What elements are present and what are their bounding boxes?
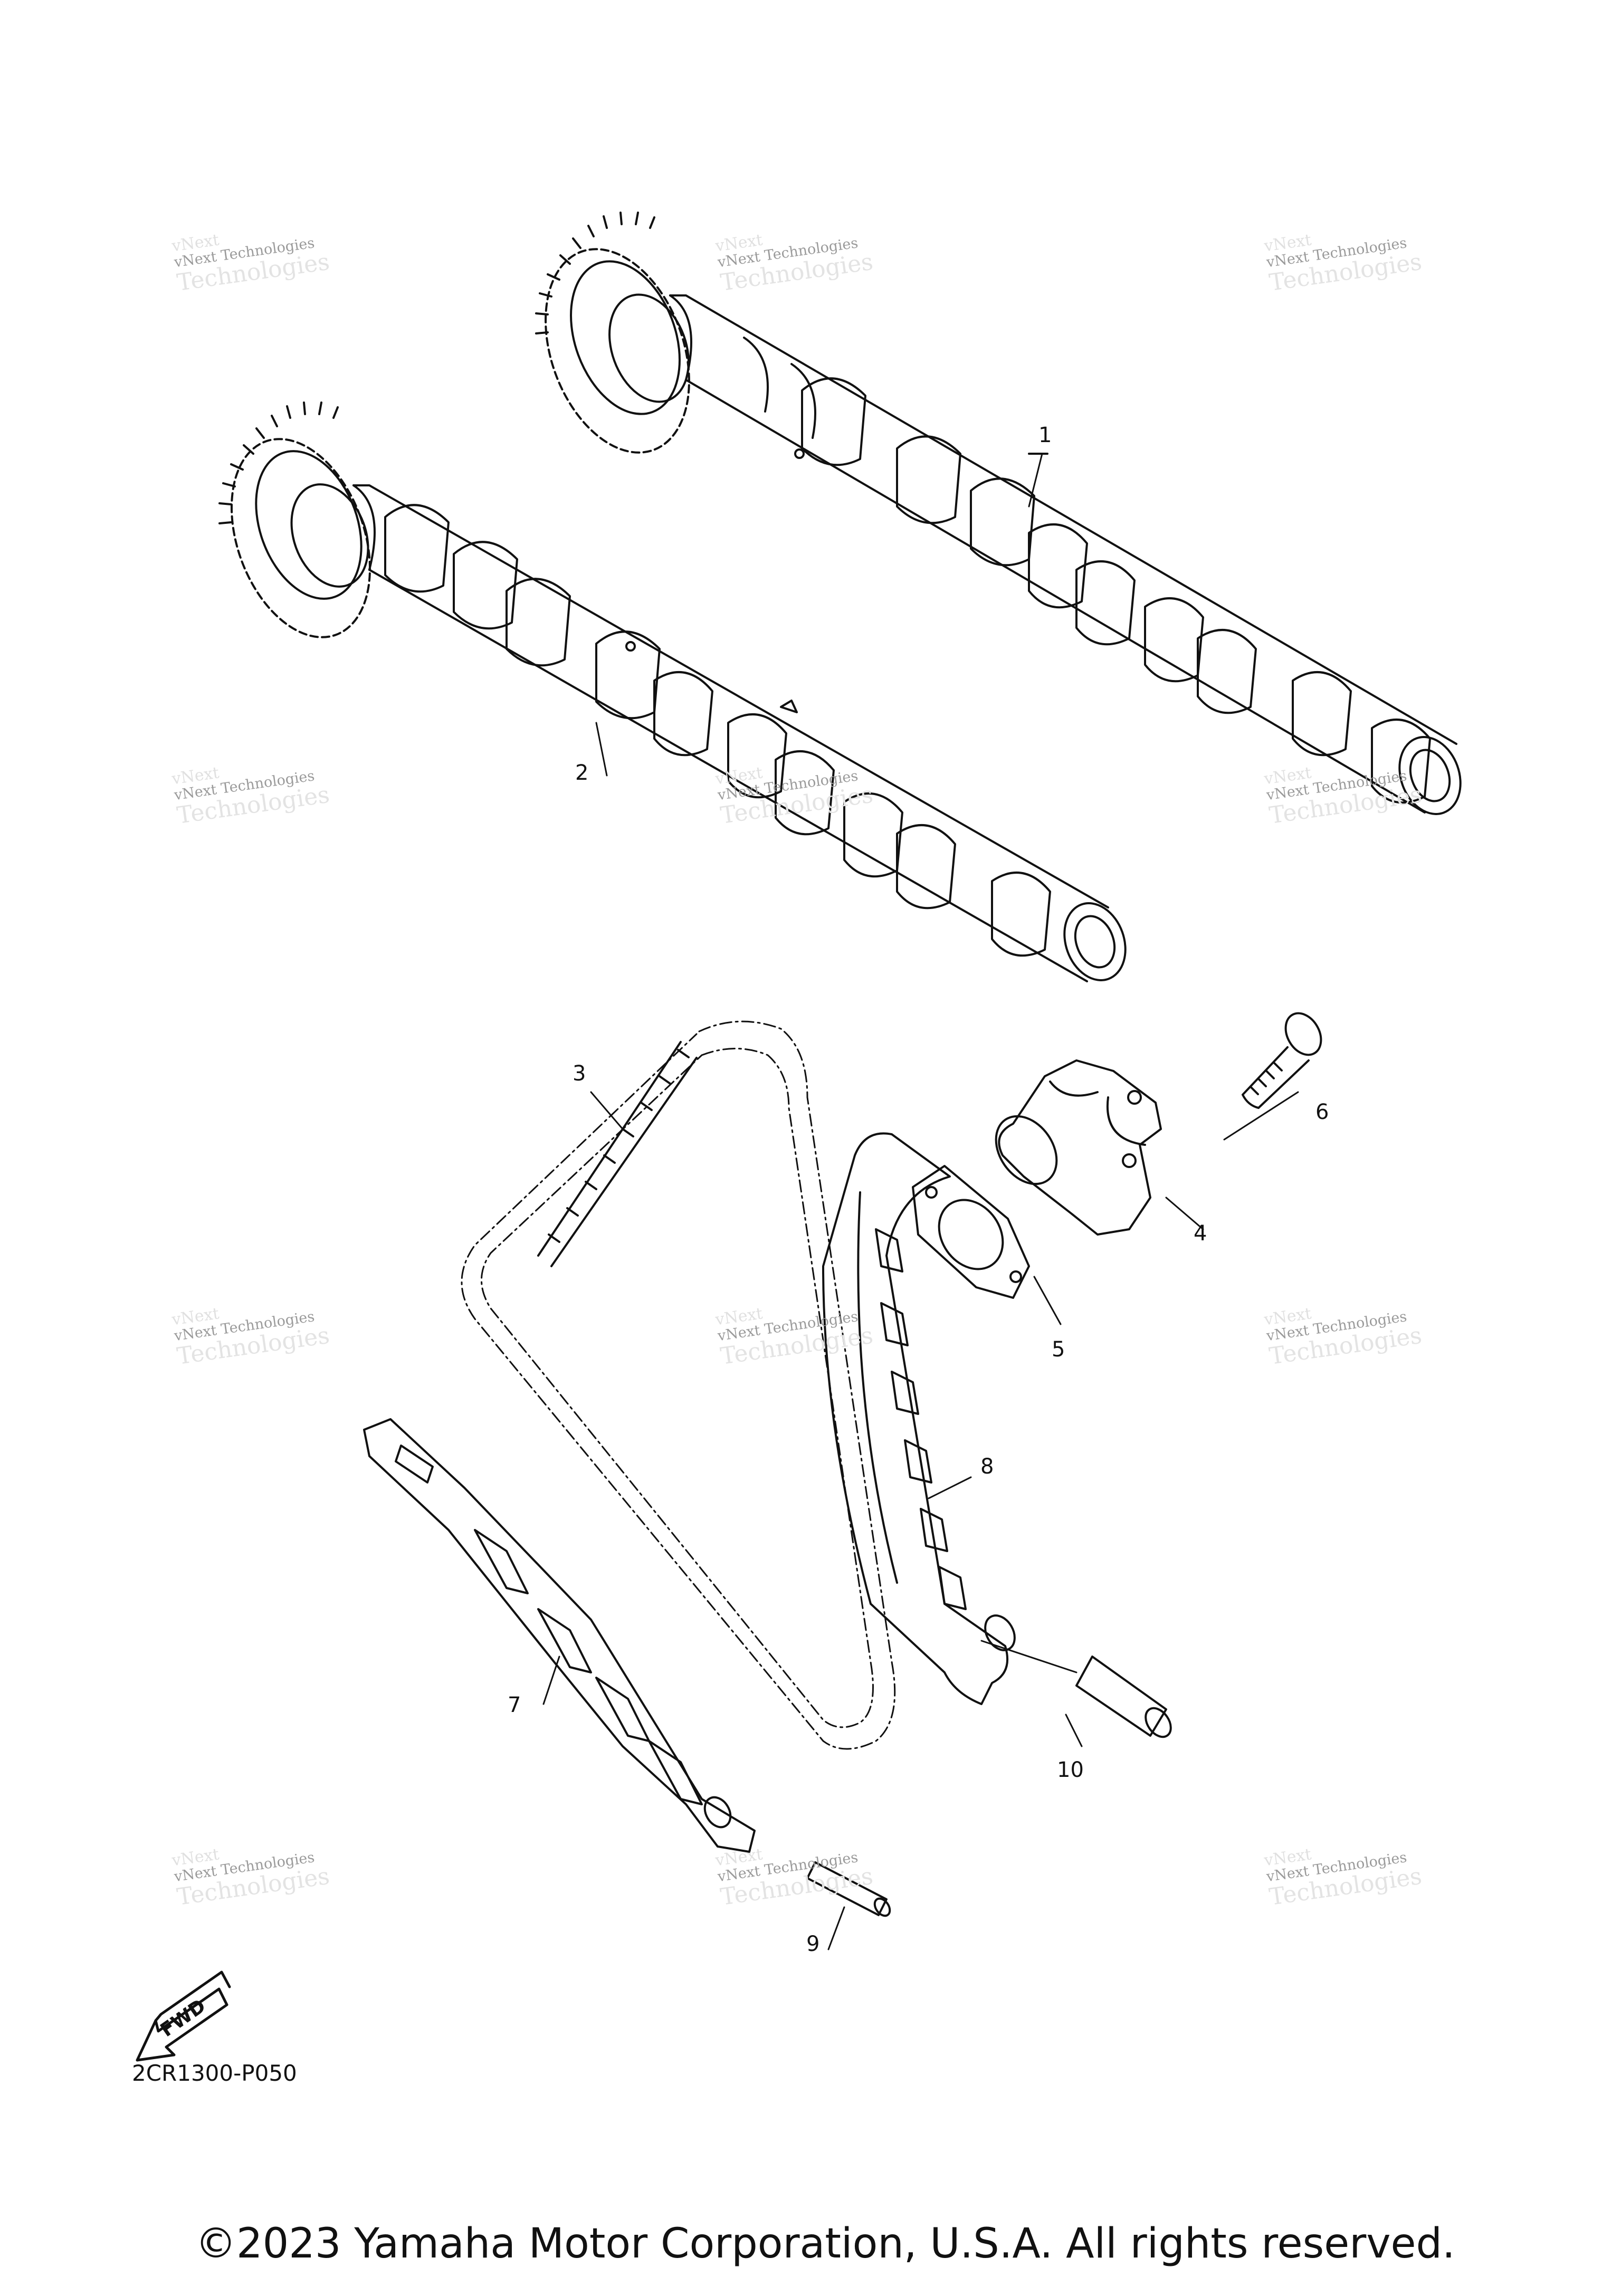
- fwd-arrow: [136, 1970, 231, 2062]
- timing-chain: [461, 1020, 896, 1750]
- callout-4: 4: [1194, 1221, 1207, 1246]
- chain-guide-right: [822, 1132, 1016, 1705]
- copyright-footer: ©2023 Yamaha Motor Corporation, U.S.A. A…: [195, 2220, 1455, 2268]
- guide-pin-large: [1075, 1656, 1172, 1738]
- camshaft-1: [535, 212, 1462, 815]
- callout-2: 2: [575, 761, 589, 785]
- camshaft-2: [218, 401, 1127, 982]
- chain-guide-left: [363, 1418, 756, 1853]
- callout-3: 3: [573, 1061, 586, 1086]
- callout-1: 1: [1038, 423, 1052, 447]
- tensioner-gasket: [912, 1165, 1030, 1299]
- tensioner-bolt: [1242, 1012, 1322, 1109]
- chain-tensioner: [995, 1059, 1162, 1236]
- callout-7: 7: [508, 1693, 521, 1717]
- callout-5: 5: [1052, 1337, 1065, 1362]
- callout-8: 8: [980, 1455, 994, 1479]
- callout-6: 6: [1315, 1100, 1329, 1124]
- callout-9: 9: [806, 1932, 820, 1956]
- callout-10: 10: [1057, 1758, 1084, 1782]
- diagram-code: 2CR1300-P050: [132, 2060, 297, 2086]
- guide-pin-small: [806, 1861, 891, 1917]
- leader-lines: [542, 453, 1299, 1950]
